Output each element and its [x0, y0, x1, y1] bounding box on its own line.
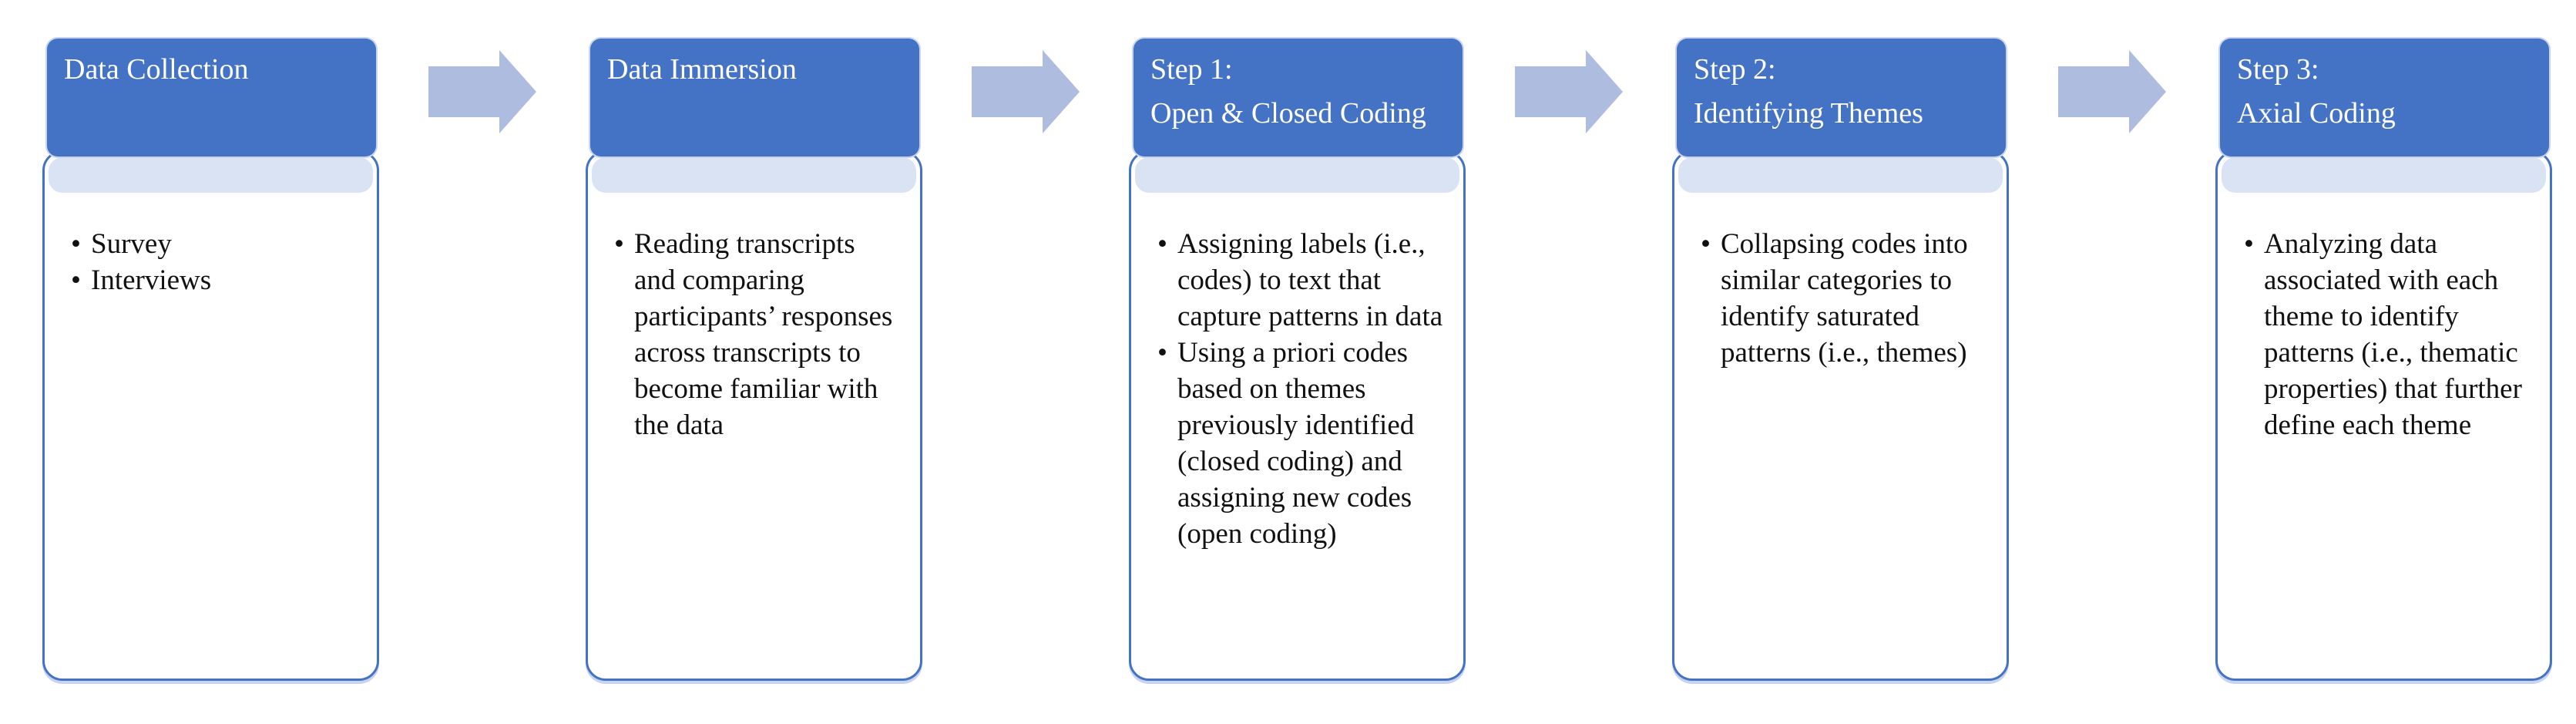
bullet-item: Reading transcripts and comparing partic… [614, 226, 900, 443]
step-box-open-closed-coding: Assigning labels (i.e., codes) to text t… [1129, 39, 1466, 681]
step-body: Reading transcripts and comparing partic… [586, 150, 922, 681]
step-accent-band [49, 157, 373, 193]
bullet-item: Analyzing data associated with each them… [2244, 226, 2530, 443]
step-bullet-list: Collapsing codes into similar categories… [1674, 153, 2007, 371]
step-header: Data Immersion [590, 39, 919, 157]
bullet-item: Collapsing codes into similar categories… [1701, 226, 1987, 371]
arrow-right-icon [2058, 50, 2166, 133]
step-body: Collapsing codes into similar categories… [1672, 150, 2009, 681]
arrow-right-icon [972, 50, 1080, 133]
step-title-line: Step 3: [2237, 53, 2319, 86]
step-bullet-list: Analyzing data associated with each them… [2218, 153, 2550, 443]
arrow-cell [1466, 39, 1672, 133]
flow-row: SurveyInterviews Data Collection Reading… [0, 0, 2576, 681]
step-accent-band [2222, 157, 2546, 193]
step-bullet-list: SurveyInterviews [45, 153, 377, 298]
step-body: Analyzing data associated with each them… [2215, 150, 2552, 681]
step-title-line: Data Immersion [607, 53, 797, 86]
step-accent-band [1135, 157, 1459, 193]
step-accent-band [1678, 157, 2003, 193]
step-box-identifying-themes: Collapsing codes into similar categories… [1672, 39, 2009, 681]
arrow-right-icon [1515, 50, 1623, 133]
step-body: Assigning labels (i.e., codes) to text t… [1129, 150, 1466, 681]
step-title-line: Step 1: [1150, 53, 1233, 86]
bullet-item: Survey [71, 226, 357, 262]
step-bullet-list: Assigning labels (i.e., codes) to text t… [1131, 153, 1463, 552]
arrow-cell [922, 39, 1129, 133]
step-title-line: Step 2: [1694, 53, 1776, 86]
step-title-line: Axial Coding [2237, 97, 2396, 130]
step-bullet-list: Reading transcripts and comparing partic… [588, 153, 920, 443]
step-title-line: Data Collection [64, 53, 249, 86]
step-box-data-immersion: Reading transcripts and comparing partic… [586, 39, 922, 681]
step-body: SurveyInterviews [42, 150, 379, 681]
step-title-line: Identifying Themes [1694, 97, 1923, 130]
step-header: Step 1: Open & Closed Coding [1134, 39, 1463, 157]
arrow-right-icon [428, 50, 536, 133]
step-title-line: Open & Closed Coding [1150, 97, 1426, 130]
step-header: Data Collection [47, 39, 376, 157]
step-accent-band [592, 157, 916, 193]
bullet-item: Assigning labels (i.e., codes) to text t… [1157, 226, 1443, 335]
arrow-cell [2009, 39, 2215, 133]
step-header: Step 3: Axial Coding [2220, 39, 2549, 157]
step-box-axial-coding: Analyzing data associated with each them… [2215, 39, 2552, 681]
bullet-item: Interviews [71, 262, 357, 298]
step-header: Step 2: Identifying Themes [1677, 39, 2006, 157]
step-box-data-collection: SurveyInterviews Data Collection [42, 39, 379, 681]
arrow-cell [379, 39, 586, 133]
bullet-item: Using a priori codes based on themes pre… [1157, 335, 1443, 552]
